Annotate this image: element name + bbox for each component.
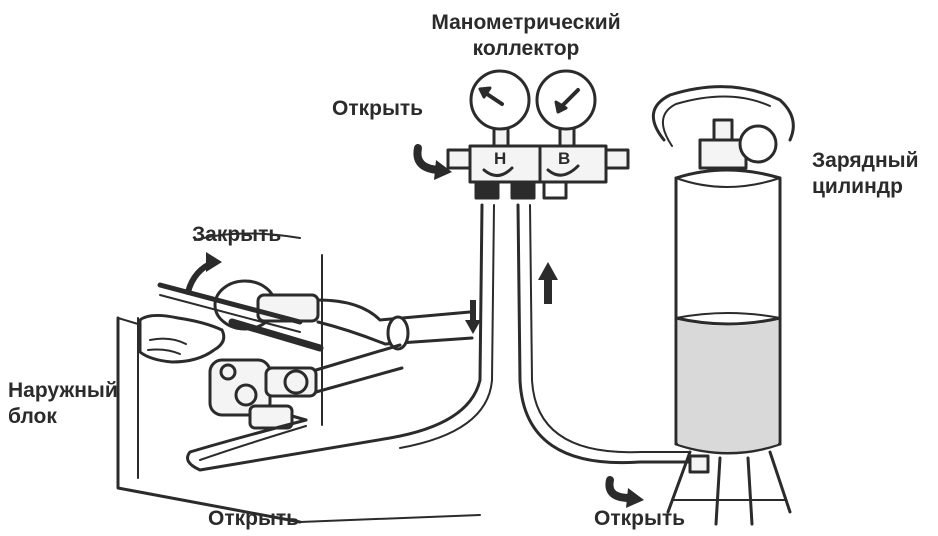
close-label: Закрыть bbox=[192, 222, 281, 248]
outdoor-unit-label-line1: Наружный bbox=[8, 378, 118, 404]
manifold-label-line2: коллектор bbox=[416, 36, 636, 62]
manifold-label-line1: Манометрический bbox=[416, 10, 636, 36]
gauge-high-letter: В bbox=[558, 149, 570, 168]
outdoor-unit-label: Наружный блок bbox=[8, 378, 118, 429]
open-bottom-rotation-arrow bbox=[609, 480, 630, 498]
flow-arrows bbox=[465, 262, 558, 334]
charging-cylinder-label-line2: цилиндр bbox=[812, 174, 919, 200]
service-valves bbox=[210, 281, 472, 428]
open-bottom-right-label: Открыть bbox=[594, 506, 685, 532]
manifold-label: Манометрический коллектор bbox=[416, 10, 636, 61]
open-top-rotation-arrow bbox=[417, 148, 438, 170]
charging-cylinder bbox=[653, 87, 793, 524]
charging-cylinder-label-line1: Зарядный bbox=[812, 148, 919, 174]
gauge-low-letter: Н bbox=[494, 149, 506, 168]
manifold-gauge bbox=[448, 71, 628, 198]
refrigerant-level bbox=[678, 320, 778, 452]
charging-cylinder-label: Зарядный цилиндр bbox=[812, 148, 919, 199]
outdoor-unit-label-line2: блок bbox=[8, 404, 118, 430]
open-bottom-left-label: Открыть bbox=[208, 506, 299, 532]
open-top-label: Открыть bbox=[332, 96, 423, 122]
low-gauge-dial bbox=[471, 71, 529, 129]
